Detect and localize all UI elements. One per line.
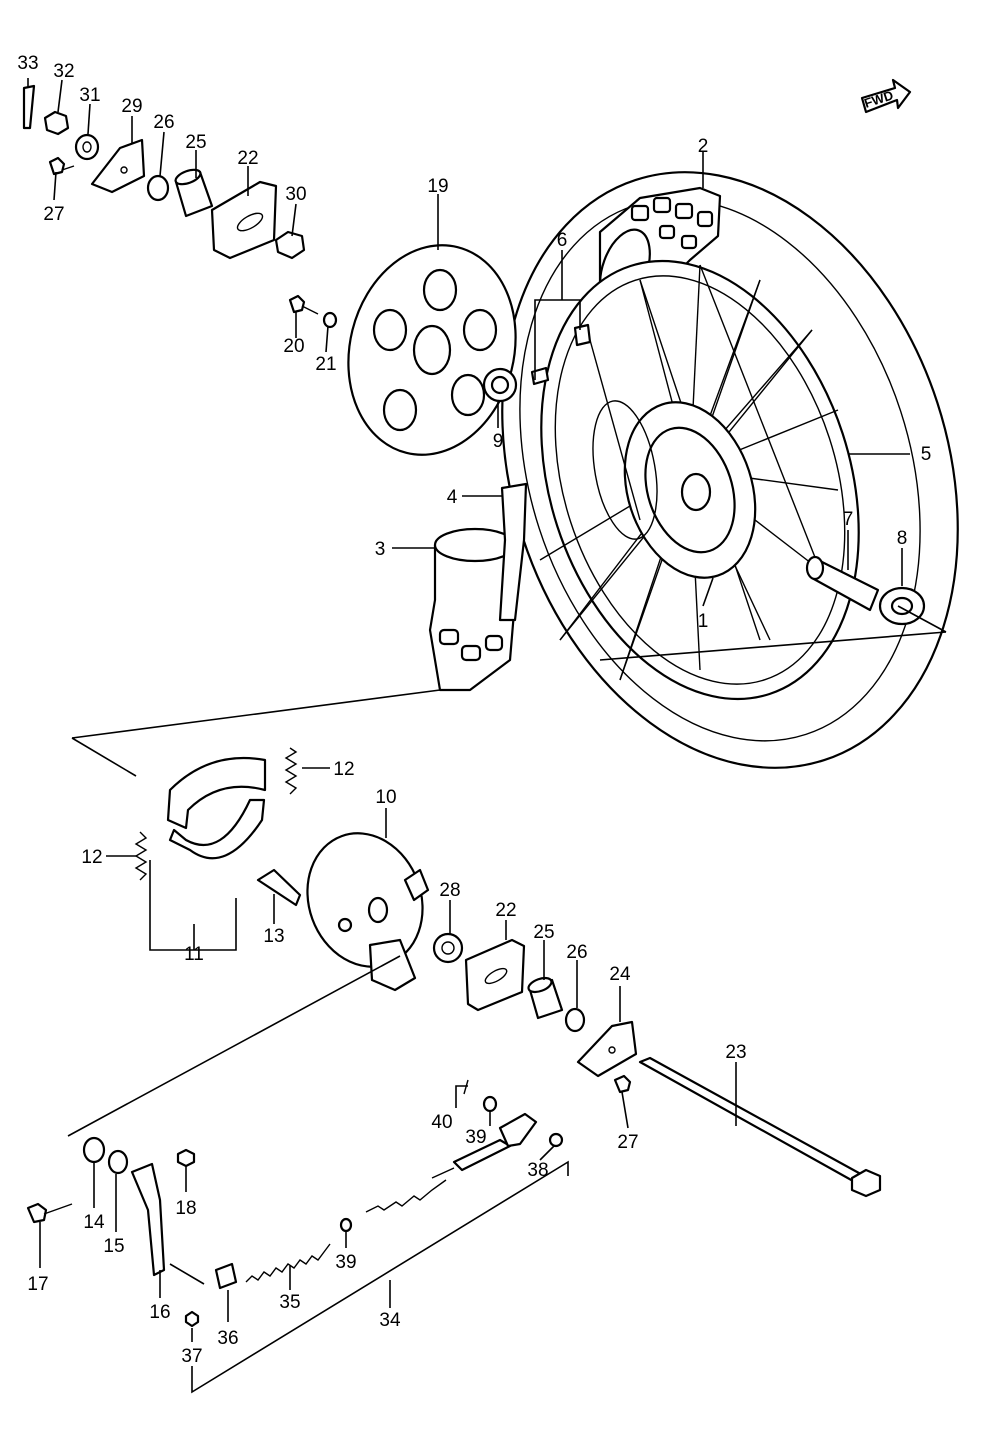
callout-32: 32 bbox=[53, 61, 74, 82]
callout-30: 30 bbox=[285, 184, 306, 205]
callout-9: 9 bbox=[493, 431, 504, 452]
callout-4: 4 bbox=[447, 487, 458, 508]
brake-cam-seal-28 bbox=[432, 932, 464, 964]
callout-39-lower: 39 bbox=[335, 1252, 356, 1273]
sprocket-nut bbox=[482, 367, 518, 403]
cotter-pin-40 bbox=[463, 1079, 469, 1095]
callout-22-lower: 22 bbox=[495, 900, 516, 921]
washer-26-lower bbox=[564, 1007, 586, 1033]
bolt-20 bbox=[288, 294, 319, 315]
callout-27-upper: 27 bbox=[43, 204, 64, 225]
brake-spring-upper bbox=[284, 747, 298, 795]
callout-12-lower: 12 bbox=[81, 847, 102, 868]
callout-31: 31 bbox=[79, 85, 100, 106]
wheel-bearing bbox=[878, 586, 926, 626]
callout-22-upper: 22 bbox=[237, 148, 258, 169]
washer-39-upper bbox=[482, 1095, 498, 1113]
callout-6: 6 bbox=[557, 230, 568, 251]
nut-18 bbox=[176, 1148, 196, 1168]
washer-26-upper bbox=[146, 174, 170, 202]
callout-5: 5 bbox=[921, 444, 932, 465]
tire-tube bbox=[428, 527, 517, 692]
callout-37: 37 bbox=[181, 1346, 202, 1367]
callout-29: 29 bbox=[121, 96, 142, 117]
washer-14 bbox=[82, 1136, 106, 1164]
pin-38 bbox=[548, 1132, 564, 1148]
brake-spring-lower bbox=[134, 831, 148, 881]
axle-nut bbox=[43, 110, 70, 136]
callout-40: 40 bbox=[431, 1112, 452, 1133]
callout-2: 2 bbox=[698, 136, 709, 157]
callout-33: 33 bbox=[17, 53, 38, 74]
callout-20: 20 bbox=[283, 336, 304, 357]
callout-17: 17 bbox=[27, 1274, 48, 1295]
joint-36 bbox=[214, 1262, 238, 1290]
callout-34: 34 bbox=[379, 1310, 401, 1331]
nut-30 bbox=[274, 230, 306, 260]
callout-26-upper: 26 bbox=[153, 112, 174, 133]
brake-rod-34 bbox=[365, 1112, 538, 1213]
callout-8: 8 bbox=[897, 528, 908, 549]
washer-15 bbox=[107, 1149, 129, 1175]
pin-37 bbox=[184, 1310, 200, 1328]
spacer-25-upper bbox=[174, 168, 214, 218]
callout-16: 16 bbox=[149, 1302, 170, 1323]
bolt-27-upper bbox=[48, 156, 75, 176]
callout-14: 14 bbox=[83, 1212, 105, 1233]
callout-38: 38 bbox=[527, 1160, 548, 1181]
rear-sprocket bbox=[347, 244, 517, 456]
callout-25-lower: 25 bbox=[533, 922, 554, 943]
leader-lines bbox=[27, 78, 947, 1394]
callout-24: 24 bbox=[609, 964, 631, 985]
axle-spacer bbox=[805, 555, 880, 612]
callout-15: 15 bbox=[103, 1236, 124, 1257]
callout-18: 18 bbox=[175, 1198, 196, 1219]
washer-31 bbox=[74, 133, 100, 161]
brake-rod-spring-35 bbox=[245, 1243, 331, 1283]
callout-25-upper: 25 bbox=[185, 132, 206, 153]
callout-23: 23 bbox=[725, 1042, 746, 1063]
callout-1: 1 bbox=[698, 611, 709, 632]
valve-parts bbox=[530, 323, 641, 521]
callout-35: 35 bbox=[279, 1292, 300, 1313]
callout-28: 28 bbox=[439, 880, 460, 901]
brake-panel bbox=[306, 832, 430, 992]
callout-7: 7 bbox=[843, 509, 854, 530]
callout-10: 10 bbox=[375, 787, 396, 808]
callout-36: 36 bbox=[217, 1328, 238, 1349]
rear-axle bbox=[638, 1056, 882, 1198]
callout-26-lower: 26 bbox=[566, 942, 587, 963]
callout-21: 21 bbox=[315, 354, 336, 375]
callout-3: 3 bbox=[375, 539, 386, 560]
cotter-pin bbox=[22, 84, 36, 130]
rear-hub bbox=[592, 400, 757, 579]
brake-cam-13 bbox=[256, 868, 302, 907]
chain-adjuster-22-lower bbox=[464, 938, 526, 1012]
callout-11: 11 bbox=[184, 944, 204, 965]
callout-39-upper: 39 bbox=[465, 1127, 486, 1148]
fwd-direction-badge: FWD bbox=[860, 78, 912, 114]
callout-13: 13 bbox=[263, 926, 284, 947]
callout-27-lower: 27 bbox=[617, 1132, 638, 1153]
bolt-27-lower bbox=[613, 1074, 632, 1094]
spacer-25-lower bbox=[527, 976, 564, 1020]
brake-shoes bbox=[166, 756, 267, 860]
washer-39-lower bbox=[339, 1217, 353, 1233]
chain-adjuster-22-upper bbox=[210, 180, 278, 260]
brake-arm-16 bbox=[130, 1162, 166, 1277]
washer-21 bbox=[322, 311, 338, 329]
chain-adjuster-plate-29 bbox=[90, 138, 146, 194]
chain-adjuster-plate-24 bbox=[576, 1020, 638, 1078]
callout-12-upper: 12 bbox=[333, 759, 354, 780]
rim-band bbox=[498, 482, 528, 622]
bolt-17 bbox=[26, 1202, 73, 1224]
callout-19: 19 bbox=[427, 176, 448, 197]
callout-labels: 1 2 3 4 5 6 7 8 9 10 11 12 12 13 14 15 1… bbox=[17, 53, 931, 1367]
